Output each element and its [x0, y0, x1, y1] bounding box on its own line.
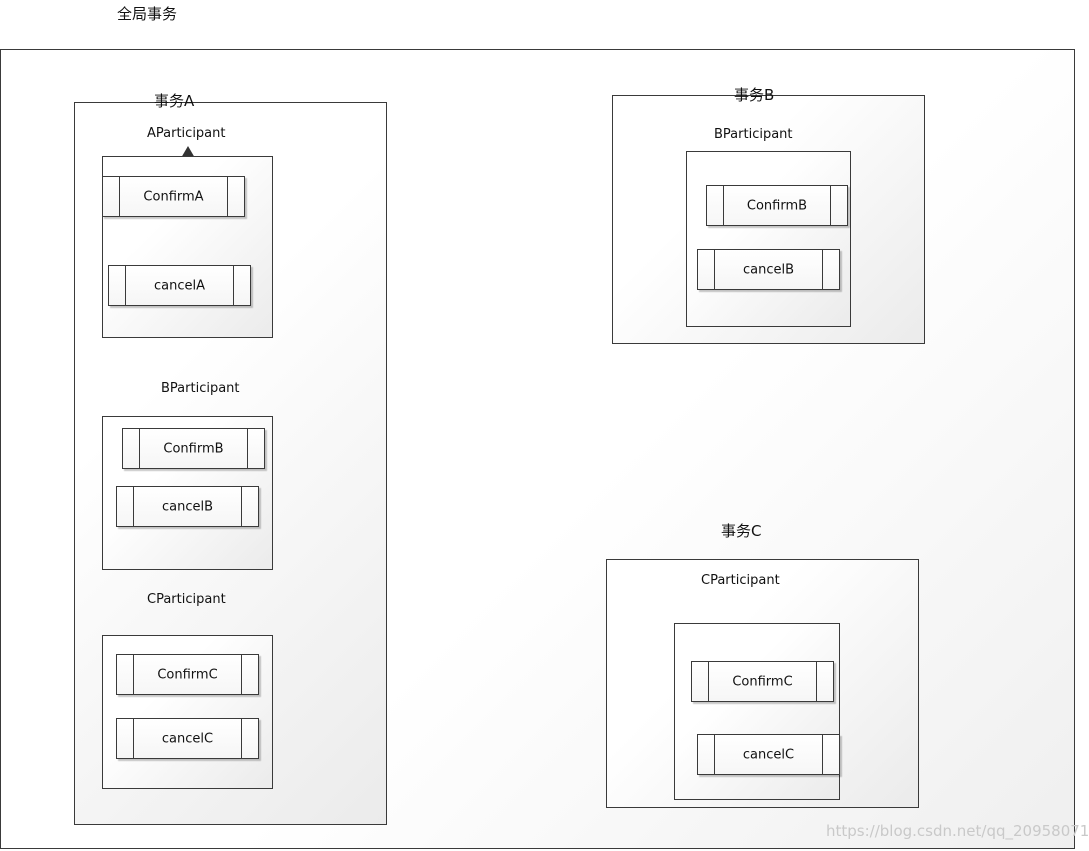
a-participant-a-label: AParticipant [147, 126, 226, 141]
c-cancel-c-process: cancelC [697, 734, 840, 775]
a-cancel-c-process: cancelC [116, 718, 259, 759]
b-confirm-b-label: ConfirmB [746, 198, 808, 213]
a-confirm-a-label: ConfirmA [143, 189, 204, 204]
transaction-a-label: 事务A [154, 92, 195, 110]
a-confirm-c-label: ConfirmC [157, 667, 218, 682]
b-confirm-b-process: ConfirmB [706, 185, 848, 226]
b-participant-b-label: BParticipant [714, 127, 793, 142]
a-cancel-b-process: cancelB [116, 486, 259, 527]
a-confirm-b-process: ConfirmB [122, 428, 265, 469]
a-cancel-c-label: cancelC [161, 731, 214, 746]
c-confirm-c-label: ConfirmC [732, 674, 793, 689]
b-cancel-b-process: cancelB [697, 249, 840, 290]
b-participant-b-box [686, 151, 851, 327]
transaction-c-label: 事务C [721, 522, 762, 540]
c-confirm-c-process: ConfirmC [691, 661, 834, 702]
transaction-b-label: 事务B [734, 86, 775, 104]
c-participant-c-label: CParticipant [701, 573, 780, 588]
watermark-text: https://blog.csdn.net/qq_20958071 [826, 822, 1089, 840]
diagram-title: 全局事务 [117, 5, 178, 23]
c-cancel-c-label: cancelC [742, 747, 795, 762]
a-participant-b-label: BParticipant [161, 381, 240, 396]
a-confirm-b-label: ConfirmB [163, 441, 224, 456]
arrow-up-icon [181, 146, 195, 158]
a-cancel-b-label: cancelB [161, 499, 214, 514]
a-cancel-a-label: cancelA [153, 278, 205, 293]
a-confirm-c-process: ConfirmC [116, 654, 259, 695]
a-cancel-a-process: cancelA [108, 265, 251, 306]
a-participant-c-label: CParticipant [147, 592, 226, 607]
b-cancel-b-label: cancelB [742, 262, 795, 277]
a-confirm-a-process: ConfirmA [102, 176, 245, 217]
